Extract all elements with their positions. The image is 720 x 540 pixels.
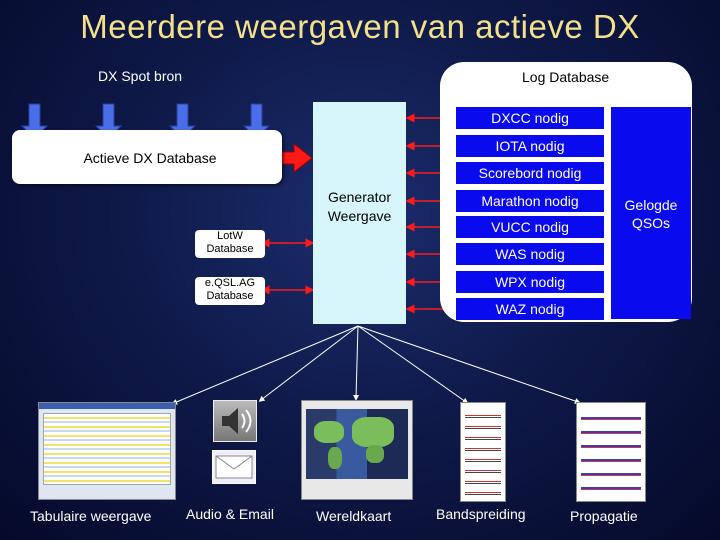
propagation-preview bbox=[581, 407, 641, 495]
lotw-line1: LotW bbox=[217, 230, 243, 242]
generator-box bbox=[313, 102, 406, 324]
red-arrow-active-db bbox=[279, 142, 313, 174]
page-title: Meerdere weergaven van actieve DX bbox=[80, 8, 640, 45]
lotw-line2: Database bbox=[206, 243, 254, 255]
logged-qsos-line1: Gelogde bbox=[624, 197, 678, 213]
eqsl-line2: Database bbox=[206, 290, 254, 302]
view-label-band-spread: Bandspreiding bbox=[436, 506, 526, 522]
eqsl-line1: e.QSL.AG bbox=[204, 277, 256, 289]
view-label-propagation: Propagatie bbox=[570, 508, 638, 524]
view-label-tabular: Tabulaire weergave bbox=[30, 508, 152, 524]
need-box: WAZ nodig bbox=[456, 298, 604, 320]
logged-qsos-line2: QSOs bbox=[631, 215, 671, 231]
need-box: IOTA nodig bbox=[456, 135, 604, 157]
need-box: Scorebord nodig bbox=[456, 162, 604, 184]
view-link bbox=[357, 325, 469, 404]
lotw-database-box: LotW Database bbox=[195, 230, 265, 258]
view-link bbox=[353, 325, 360, 401]
need-box: Marathon nodig bbox=[456, 190, 604, 212]
logged-qsos-label: Gelogde QSOs bbox=[611, 196, 691, 232]
speaker-icon bbox=[213, 400, 257, 442]
tabular-view-thumbnail bbox=[38, 402, 176, 500]
view-link bbox=[258, 325, 359, 402]
band-spread-thumbnail bbox=[460, 402, 506, 502]
view-label-audio-email: Audio & Email bbox=[186, 506, 274, 522]
active-dx-database-box bbox=[12, 130, 282, 184]
need-box: WPX nodig bbox=[456, 271, 604, 293]
map-preview bbox=[306, 409, 408, 479]
table-preview bbox=[43, 413, 171, 485]
need-box: WAS nodig bbox=[456, 243, 604, 265]
eqsl-database-box: e.QSL.AG Database bbox=[195, 277, 265, 305]
active-dx-database-label: Actieve DX Database bbox=[83, 150, 217, 166]
source-label: DX Spot bron bbox=[98, 68, 183, 84]
generator-line1: Generator bbox=[327, 189, 392, 205]
logged-qsos-panel bbox=[611, 107, 691, 319]
band-preview bbox=[465, 407, 501, 495]
view-links bbox=[171, 325, 581, 405]
need-box: VUCC nodig bbox=[456, 216, 604, 238]
spot-arrows bbox=[20, 103, 271, 139]
view-link bbox=[357, 325, 581, 404]
email-icon bbox=[212, 450, 256, 484]
log-database-label: Log Database bbox=[522, 69, 610, 85]
generator-label: Generator Weergave bbox=[313, 188, 406, 226]
need-box: DXCC nodig bbox=[456, 107, 604, 129]
generator-line2: Weergave bbox=[327, 208, 392, 224]
view-label-world-map: Wereldkaart bbox=[316, 508, 392, 524]
propagation-thumbnail bbox=[576, 402, 646, 502]
view-link bbox=[171, 325, 359, 405]
world-map-thumbnail bbox=[301, 400, 413, 500]
